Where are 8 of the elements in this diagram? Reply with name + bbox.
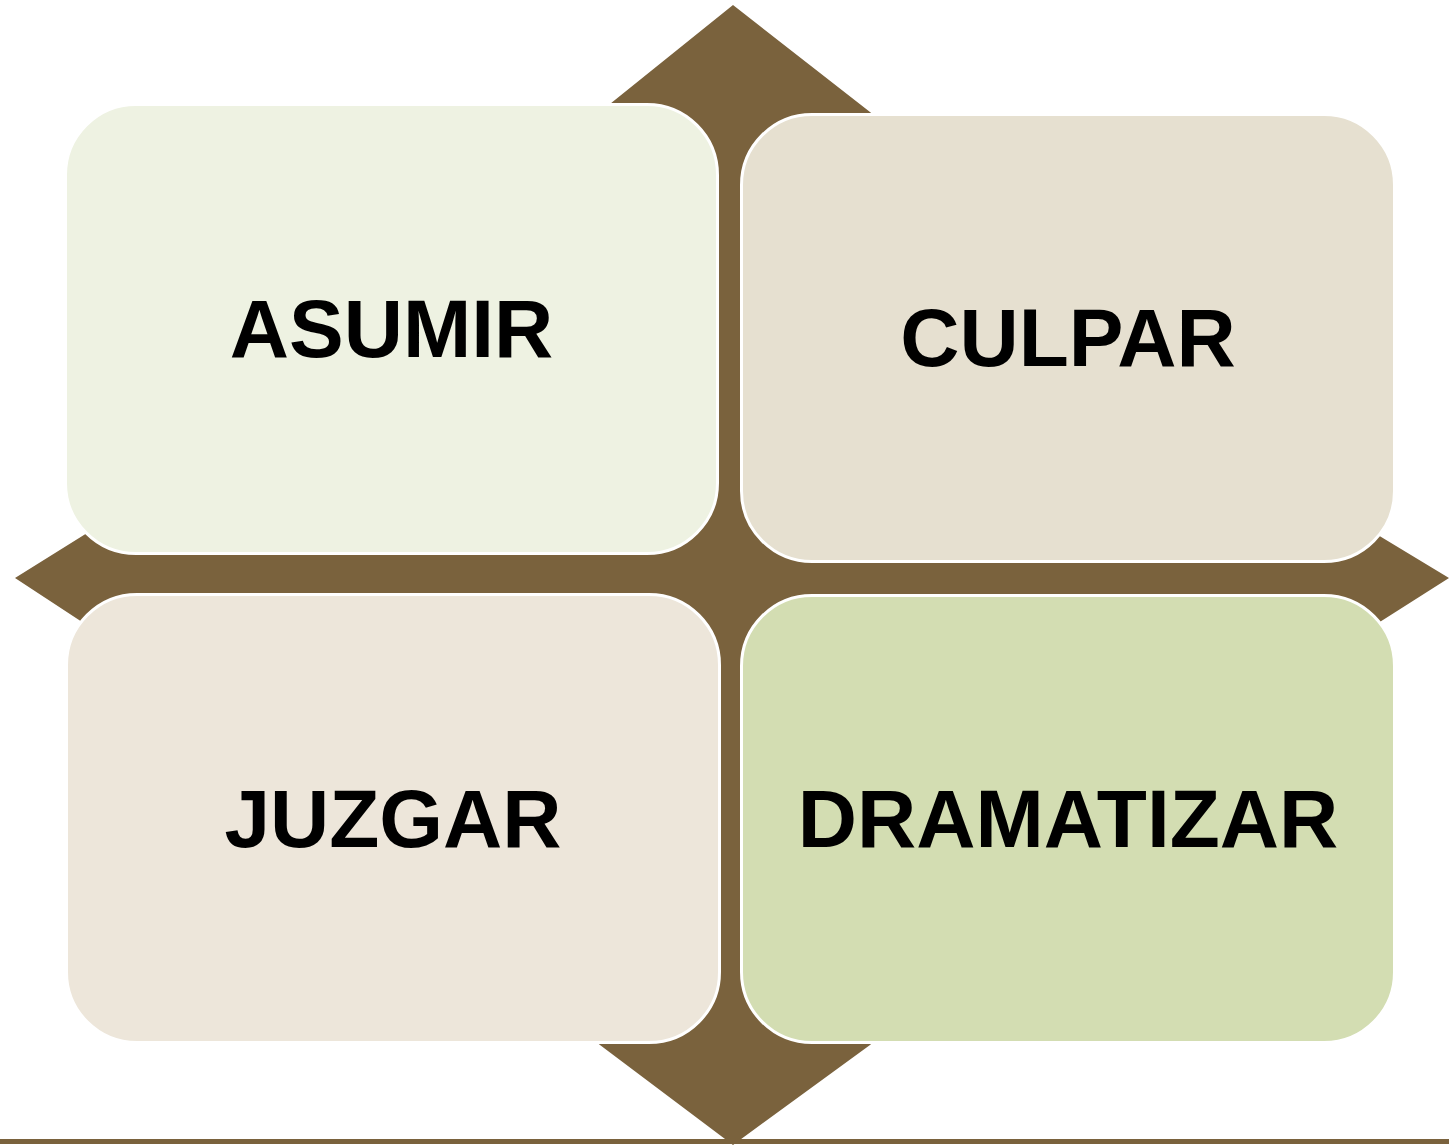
quadrant-label: DRAMATIZAR [797, 772, 1339, 866]
quadrant-box [740, 113, 1396, 563]
quadrant-box [65, 593, 721, 1044]
quadrant-label: JUZGAR [224, 771, 562, 866]
quadrant-box [740, 594, 1396, 1044]
quadrant-label: ASUMIR [229, 282, 554, 376]
quadrant-label: CULPAR [900, 291, 1236, 385]
quadrant-box [64, 103, 719, 555]
